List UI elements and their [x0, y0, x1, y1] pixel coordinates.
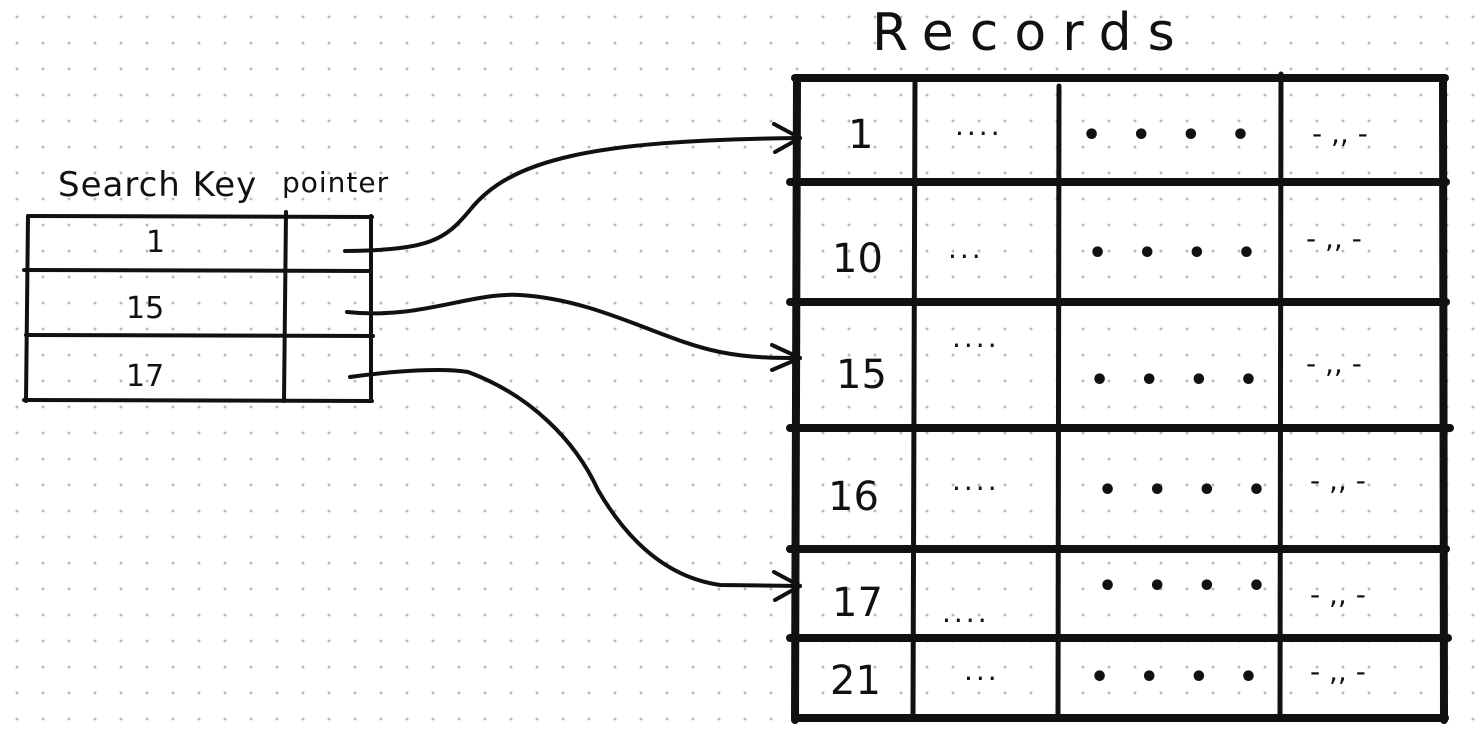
- records-border-right: [1439, 74, 1448, 724]
- record-10-field-b: • • • •: [1088, 236, 1266, 271]
- index-header-pointer: pointer: [282, 166, 389, 199]
- record-key-1: 1: [848, 112, 873, 158]
- record-17-field-a: ....: [942, 596, 990, 629]
- index-table: Search Key pointer 1 15 17: [22, 165, 389, 403]
- records-grid: [786, 74, 1454, 724]
- pointer-arrow-17: [348, 367, 802, 602]
- record-10-field-a: ...: [948, 232, 984, 265]
- record-key-21: 21: [830, 658, 881, 704]
- record-15-field-c: - ,, -: [1306, 347, 1362, 380]
- index-key-15: 15: [126, 291, 164, 326]
- records-table: Records 1 .... • • • • - ,, - 10 ... • •…: [786, 3, 1454, 724]
- pointer-arrow-17-head: [772, 570, 802, 602]
- pointer-arrow-15: [345, 292, 802, 372]
- index-row-divider-2: [24, 333, 375, 338]
- records-column-dividers: [910, 71, 1284, 719]
- records-border-left: [791, 74, 801, 724]
- index-border-bottom: [22, 398, 374, 403]
- record-21-field-a: ...: [964, 654, 1000, 687]
- index-header-search-key: Search Key: [58, 165, 257, 205]
- index-key-17: 17: [126, 359, 164, 394]
- record-16-field-b: • • • •: [1098, 473, 1276, 508]
- pointer-arrow-15-line: [345, 292, 802, 360]
- pointer-arrow-1: [343, 122, 802, 253]
- record-15-field-b: • • • •: [1090, 363, 1268, 398]
- record-17-field-b: • • • •: [1098, 569, 1276, 604]
- record-1-field-b: • • • •: [1082, 118, 1260, 153]
- records-column-divider-3: [1277, 71, 1284, 719]
- pointer-arrow-17-line: [348, 367, 802, 588]
- index-border-left: [24, 214, 30, 403]
- pointer-arrows: [343, 122, 802, 602]
- record-21-field-c: - ,, -: [1310, 655, 1366, 688]
- pointer-arrow-1-line: [343, 136, 802, 253]
- record-16-field-a: ....: [952, 464, 1000, 497]
- record-21-field-b: • • • •: [1090, 660, 1268, 695]
- record-key-17: 17: [832, 580, 883, 626]
- pointer-arrow-15-head: [770, 343, 802, 372]
- index-key-1: 1: [146, 225, 165, 260]
- index-column-divider: [282, 210, 288, 403]
- index-row-divider-1: [22, 268, 373, 273]
- index-border-top: [26, 214, 374, 219]
- pointer-arrow-1-head: [772, 122, 802, 154]
- records-column-divider-2: [1055, 83, 1062, 719]
- records-title: Records: [872, 3, 1191, 63]
- record-16-field-c: - ,, -: [1310, 464, 1366, 497]
- record-10-field-c: - ,, -: [1306, 222, 1362, 255]
- record-15-field-a: ....: [952, 321, 1000, 354]
- record-key-10: 10: [832, 236, 883, 282]
- index-grid: [22, 210, 375, 403]
- record-1-field-c: - ,, -: [1312, 117, 1368, 150]
- record-key-16: 16: [828, 474, 879, 520]
- record-1-field-a: ....: [955, 109, 1003, 142]
- record-17-field-c: - ,, -: [1310, 578, 1366, 611]
- record-key-15: 15: [836, 352, 887, 398]
- records-column-divider-1: [910, 79, 918, 719]
